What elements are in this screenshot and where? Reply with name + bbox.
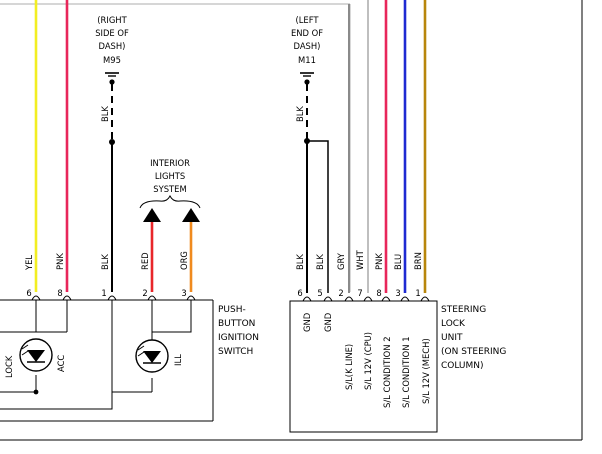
sl-wire-label-blk1: BLK: [295, 254, 305, 270]
wire-label-blk: BLK: [100, 254, 110, 270]
ign-pin-6: 6: [26, 288, 31, 298]
sl-wire-label-pnk: PNK: [374, 253, 384, 270]
ign-name-line3: IGNITION: [218, 333, 259, 343]
interior-lights-brace: [139, 194, 201, 209]
ignition-switch: 6 8 1 2 3 LOCK: [0, 288, 259, 422]
sl-func-5: GND: [323, 313, 333, 332]
ground-m11-branch: [307, 140, 329, 293]
interior-lights-arrow-org: [182, 208, 200, 222]
sl-func-3: S/L CONDITION 1: [401, 336, 411, 408]
sl-name-line5: COLUMN): [441, 361, 484, 371]
sl-terminal-8: [381, 296, 391, 302]
ign-terminal-6: [31, 295, 41, 301]
ign-pin-1: 1: [101, 288, 106, 298]
sl-box: [289, 300, 438, 433]
sl-wire-label-gry: GRY: [336, 252, 346, 270]
ign-name-line1: PUSH-: [218, 305, 246, 315]
ign-label-lock: LOCK: [4, 355, 14, 378]
acc-led-icon: [19, 338, 53, 372]
sl-pin-1: 1: [415, 288, 420, 298]
ground-m95-line1: (RIGHT: [97, 15, 127, 25]
wire-label-yel: YEL: [24, 255, 34, 271]
ign-internal-ill-loop: [151, 300, 192, 333]
ground-m95-node: [109, 79, 115, 85]
ign-pin-2: 2: [142, 288, 147, 298]
sl-func-6: GND: [302, 313, 312, 332]
sl-name-line4: (ON STEERING: [441, 347, 506, 357]
sl-pin-3: 3: [395, 288, 400, 298]
ign-label-ill: ILL: [173, 354, 183, 366]
sl-func-8: S/L CONDITION 2: [382, 336, 392, 408]
sl-pin-8: 8: [376, 288, 381, 298]
ign-terminal-3: [186, 295, 196, 301]
ill-led-icon: [135, 339, 169, 373]
interior-lights-line1: INTERIOR: [150, 158, 190, 168]
ground-m95-line2: SIDE OF: [95, 28, 129, 38]
ground-m11-line1: (LEFT: [295, 15, 319, 25]
interior-lights-system: INTERIOR LIGHTS SYSTEM: [139, 158, 201, 222]
ground-m11-node: [304, 79, 310, 85]
wire-label-red: RED: [140, 252, 150, 270]
ground-m95-ref: M95: [103, 55, 121, 65]
ground-m95: (RIGHT SIDE OF DASH) M95 BLK: [95, 15, 129, 145]
sl-pin-6: 6: [297, 288, 302, 298]
ign-terminal-8: [62, 295, 72, 301]
ign-name-line2: BUTTON: [218, 319, 255, 329]
ign-label-acc: ACC: [56, 355, 66, 372]
sl-terminal-6: [302, 296, 312, 302]
sl-func-2: S/L(K LINE): [344, 344, 354, 390]
sl-pin-7: 7: [357, 288, 362, 298]
sl-pin-5: 5: [317, 288, 322, 298]
wire-label-pnk: PNK: [55, 253, 65, 270]
ign-name-line4: SWITCH: [218, 347, 253, 357]
interior-lights-arrow-red: [143, 208, 161, 222]
ign-pin-8: 8: [57, 288, 62, 298]
steering-lock-unit: 6 5 2 7 8 3 1 GND GND S/L(K LINE) S/L 12…: [289, 288, 506, 433]
ground-m11-line2: END OF: [291, 28, 323, 38]
ignition-wire-labels: YEL PNK BLK RED ORG: [24, 251, 189, 271]
ign-pin-3: 3: [181, 288, 186, 298]
ground-m95-wire-label: BLK: [100, 106, 110, 122]
sl-pin-2: 2: [338, 288, 343, 298]
ground-m11: (LEFT END OF DASH) M11 BLK: [291, 15, 329, 293]
sl-name-line3: UNIT: [441, 333, 463, 343]
sl-terminal-1: [420, 296, 430, 302]
sl-terminal-5: [323, 296, 333, 302]
ground-m95-line3: DASH): [99, 41, 126, 51]
wire-label-org: ORG: [179, 251, 189, 270]
sl-terminal-3: [400, 296, 410, 302]
steering-lock-wire-labels: BLK BLK GRY WHT PNK BLU BRN: [295, 249, 423, 270]
sl-wire-label-blu: BLU: [393, 254, 403, 270]
sl-func-7: S/L 12V (CPU): [363, 332, 373, 390]
sl-wire-label-wht: WHT: [355, 249, 365, 270]
ign-internal-ground-loop: [0, 300, 113, 410]
ground-m11-wire-label: BLK: [295, 106, 305, 122]
sl-wire-label-brn: BRN: [413, 252, 423, 270]
sl-terminal-2: [344, 296, 354, 302]
steering-lock-wires: [306, 0, 427, 293]
sl-wire-label-blk2: BLK: [315, 254, 325, 270]
ign-terminal-2: [147, 295, 157, 301]
sl-name-line1: STEERING: [441, 305, 486, 315]
ign-internal-junction: [33, 389, 39, 395]
ignition-wires: [34, 0, 193, 292]
sl-name-line2: LOCK: [441, 319, 466, 329]
interior-lights-line3: SYSTEM: [153, 184, 186, 194]
sl-func-1: S/L 12V (MECH): [421, 338, 431, 404]
ground-m11-line3: DASH): [294, 41, 321, 51]
ground-m11-ref: M11: [298, 55, 316, 65]
ign-terminal-1: [107, 295, 117, 301]
interior-lights-line2: LIGHTS: [155, 171, 185, 181]
sl-terminal-7: [363, 296, 373, 302]
